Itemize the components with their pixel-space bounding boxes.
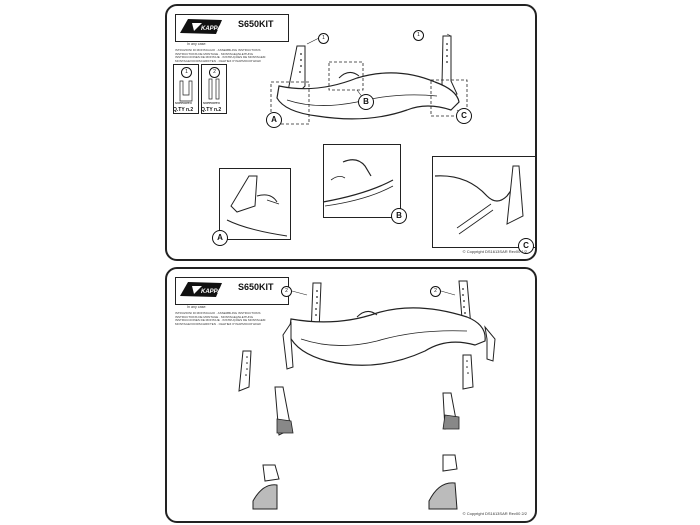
note-line: ISTRUZIONI DI MONTAGGIO · ASSEMBLING INS…: [175, 311, 261, 315]
note-line: INSTRUCCIONES DE MONTAJE · INSTRUÇÕES DE…: [175, 318, 266, 322]
kit-code: S650KIT: [238, 19, 274, 29]
kappa-logo: KAPPA: [180, 282, 222, 297]
kappa-logo: KAPPA: [180, 19, 222, 34]
detail-label-a: A: [266, 112, 282, 128]
detail-box-b: [328, 61, 364, 91]
note-line: INSTRUCCIONES DE MONTAJE · INSTRUÇÕES DE…: [175, 55, 266, 59]
assembly-drawing: [238, 280, 496, 510]
kit-code: S650KIT: [238, 282, 274, 292]
brand-name: KAPPA: [201, 289, 222, 295]
brand-name: KAPPA: [201, 26, 222, 32]
header-box: KAPPA S650KIT: [175, 277, 289, 305]
part-number: 1: [181, 67, 192, 78]
instruction-sheet-page-1: KAPPA S650KIT In any case: ISTRUZIONI DI…: [165, 4, 537, 261]
note-line: MONTAGEVOORSCHRIFTEN · ΟΔΗΓΙΕΣ ΣΥΝΑΡΜΟΛΟ…: [175, 321, 261, 326]
part-number: 2: [209, 67, 220, 78]
inset-label-c: C: [518, 238, 534, 254]
callout-number: 2: [281, 286, 292, 297]
instruction-sheet-page-2: KAPPA S650KIT In any case: ISTRUZIONI DI…: [165, 267, 537, 523]
part-box-2: 2 SUPPORTO: [201, 64, 227, 114]
part-box-1: 1 SUPPORTO: [173, 64, 199, 114]
bracket-part-icon: [179, 80, 193, 102]
detail-box-c: [430, 79, 468, 117]
quantity-1: Q.TY n.2: [173, 107, 194, 113]
callout-number: 1: [318, 33, 329, 44]
quantity-2: Q.TY n.2: [201, 107, 222, 113]
detail-inset-a: [219, 168, 291, 240]
detail-inset-b: [323, 144, 401, 218]
part-title: SUPPORTO: [175, 101, 192, 105]
copyright-line: © Copyright DS1613SAR Rev00 2/2: [462, 511, 527, 516]
copyright-line: © Copyright DS1613SAR Rev00 1/2: [462, 249, 527, 254]
inset-label-b: B: [391, 208, 407, 224]
note-line: INSTRUCTIONS DE MONTAGE · MONTAGEANLEITU…: [175, 314, 254, 319]
callout-number: 2: [430, 286, 441, 297]
detail-label-b: B: [358, 94, 374, 110]
part-title: SUPPORTO: [203, 101, 220, 105]
callout-number: 1: [413, 30, 424, 41]
upright-part-icon: [208, 78, 220, 100]
note-title: In any case:: [187, 305, 207, 309]
note-line: ISTRUZIONI DI MONTAGGIO · ASSEMBLING INS…: [175, 48, 261, 52]
detail-inset-c: [432, 156, 535, 248]
note-line: INSTRUCTIONS DE MONTAGE · MONTAGEANLEITU…: [175, 51, 254, 56]
header-box: KAPPA S650KIT: [175, 14, 289, 42]
note-title: In any case:: [187, 42, 207, 46]
note-line: MONTAGEVOORSCHRIFTEN · ΟΔΗΓΙΕΣ ΣΥΝΑΡΜΟΛΟ…: [175, 58, 261, 63]
detail-label-c: C: [456, 108, 472, 124]
inset-label-a: A: [212, 230, 228, 246]
